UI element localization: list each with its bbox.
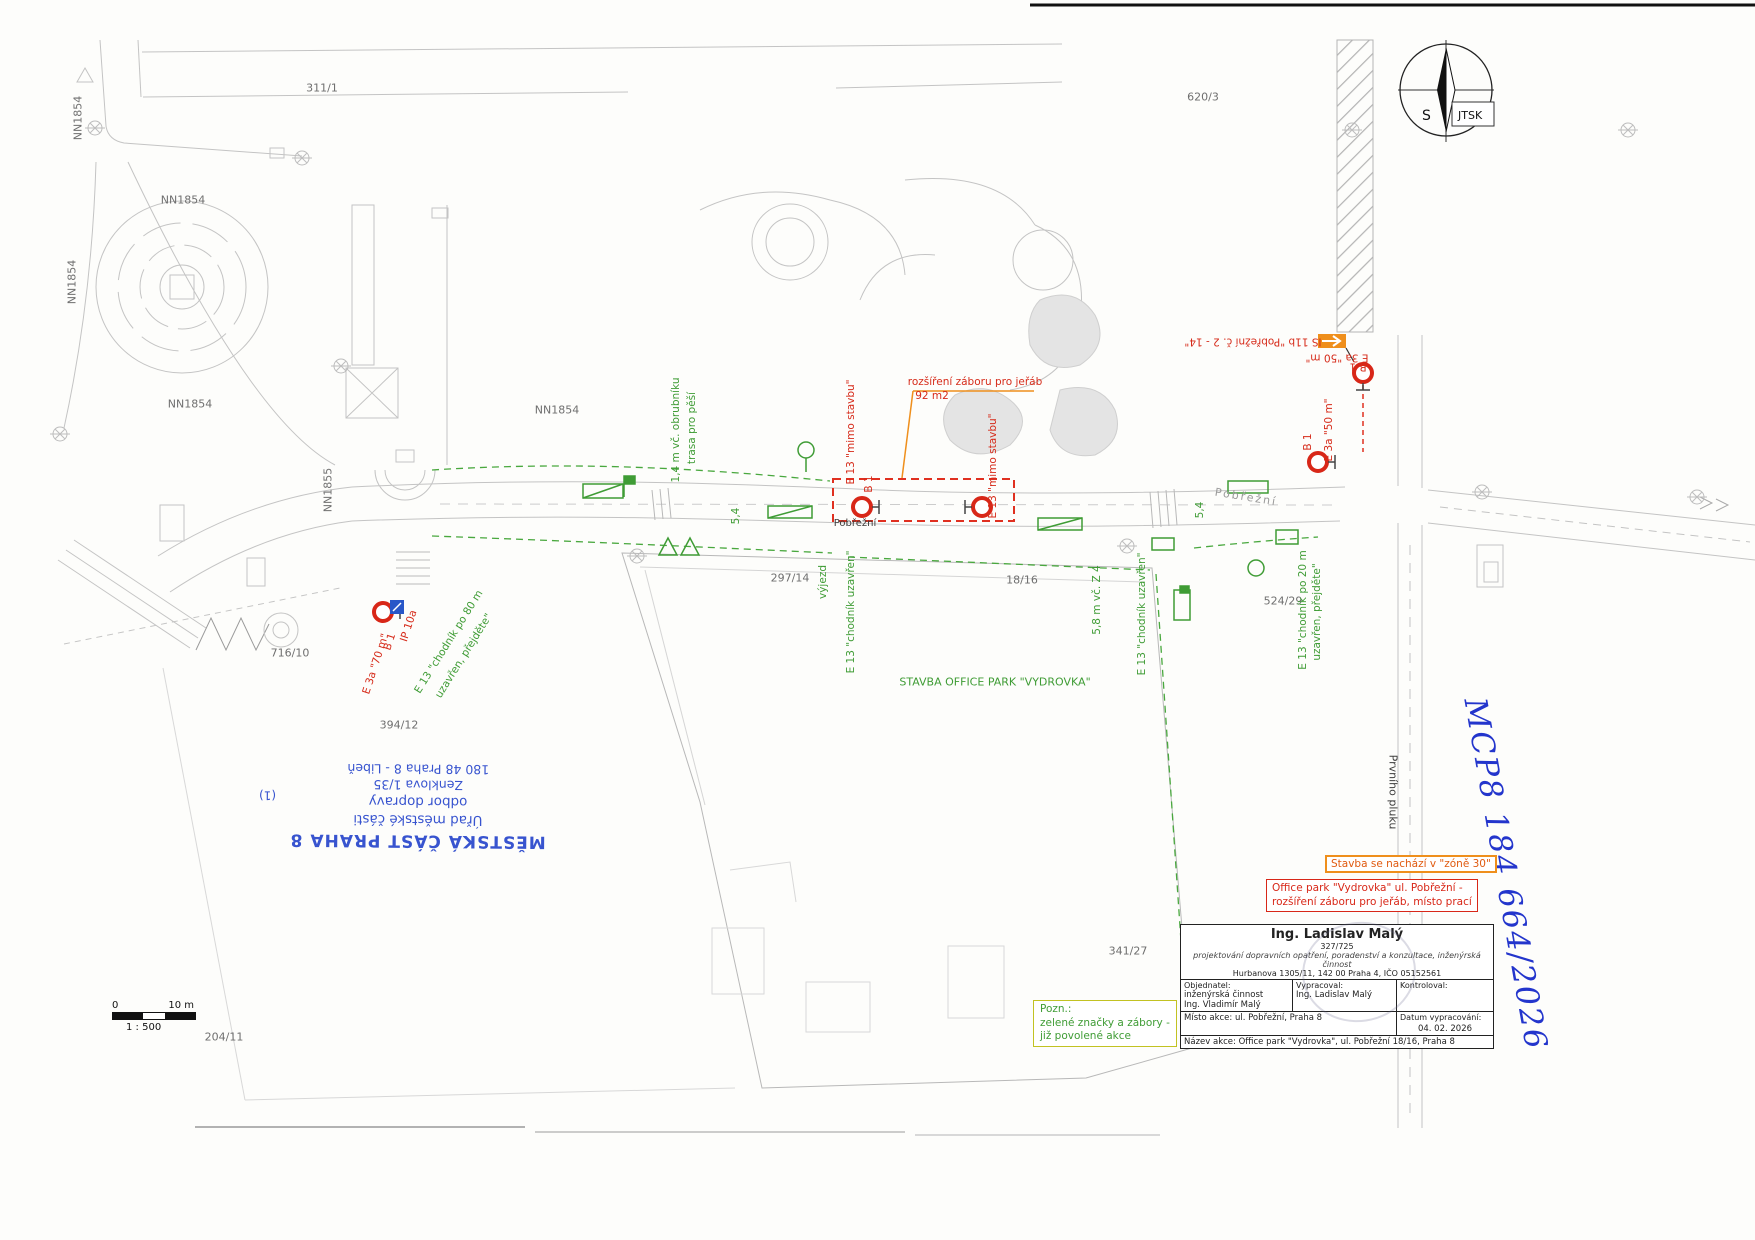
anno-e13-uzavren-1: E 13 "chodník uzavřen": [844, 550, 857, 674]
scale-ten-label: 10 m: [168, 1000, 194, 1011]
anno-b1-label-right: B 1: [1301, 433, 1314, 451]
stamp-line-4: Zenklova 1/35: [373, 777, 464, 793]
north-needle-dark: [1437, 48, 1446, 132]
anno-e13-mimo-stavbu-1: E 13 "mimo stavbu": [844, 379, 857, 485]
street-pobrezni-small: Pobřežní: [833, 518, 877, 529]
anno-e13-mimo-stavbu-2: E 13 "mimo stavbu": [986, 413, 999, 519]
title-block-row-place-date: Místo akce: ul. Pobřežní, Praha 8 Datum …: [1181, 1011, 1493, 1035]
sheet-edges: [195, 3, 1755, 1136]
anno-width-54-b: 5,4: [1193, 501, 1206, 519]
anno-b1-label-1: B 1: [862, 475, 875, 493]
street-pobrezni: Pobřežní: [1213, 485, 1279, 509]
anno-obrubnik-2: trasa pro pěší: [685, 391, 698, 465]
parcel-341-27: 341/27: [1108, 944, 1148, 958]
note-line-1: zelené značky a zábory -: [1040, 1016, 1170, 1029]
north-needle-light: [1445, 47, 1456, 133]
title-block-header: Ing. Ladislav Malý 327/725 projektování …: [1181, 925, 1493, 979]
anno-rozsireni-zaboru: rozšíření záboru pro jeřáb: [907, 375, 1043, 388]
parcel-620-3: 620/3: [1187, 90, 1219, 104]
title-block-row-roles: Objednatel: inženýrská činnost Ing. Vlad…: [1181, 979, 1493, 1011]
action-description-box: Office park "Vydrovka" ul. Pobřežní - ro…: [1266, 879, 1478, 913]
scale-bar-graphic: [112, 1012, 196, 1020]
compass-north-label: S: [1422, 108, 1431, 124]
title-block-row-name: Název akce: Office park "Vydrovka", ul. …: [1181, 1035, 1493, 1048]
designer-subtitle: projektování dopravních opatření, porade…: [1193, 951, 1481, 969]
parcel-nn1854-b: NN1854: [160, 193, 206, 207]
zone30-note-box: Stavba se nachází v "zóně 30": [1325, 855, 1497, 873]
parcel-nn1854-c: NN1854: [65, 259, 79, 305]
parcel-297-14: 297/14: [770, 571, 810, 585]
jtsk-box: [1451, 101, 1495, 127]
parcel-204-11: 204/11: [204, 1030, 244, 1044]
anno-is11b: IS 11b "Pobřežní č. 2 - 14": [1184, 335, 1322, 348]
anno-stavba-office-park: STAVBA OFFICE PARK "VYDROVKA": [899, 675, 1091, 689]
stamp-line-2: Úřad městské části: [353, 811, 483, 829]
anno-obrubnik-1: 1,4 m vč. obrubníku: [669, 377, 682, 483]
anno-width-58-z4: 5,8 m vč. Z 4: [1090, 565, 1103, 635]
anno-b1-label-top: B 1: [1349, 360, 1367, 373]
compass: S JTSK: [1396, 40, 1496, 146]
stamp-line-3: odbor dopravy: [368, 793, 468, 811]
parcel-nn1854-e: NN1854: [534, 403, 580, 417]
parcel-nn1854-a: NN1854: [71, 95, 85, 141]
anno-vyjezd: výjezd: [816, 565, 829, 599]
vypracoval-cell: Vypracoval: Ing. Ladislav Malý: [1293, 980, 1397, 1011]
parcel-716-10: 716/10: [270, 646, 310, 660]
compass-graphic: S JTSK: [1398, 40, 1495, 142]
designer-address: Hurbanova 1305/11, 142 00 Praha 4, IČO 0…: [1232, 969, 1442, 978]
anno-e13-chodnik-20m-b: uzavřen, přejděte": [1310, 563, 1323, 661]
stamp-line-1: MĚSTSKÁ ČÁST PRAHA 8: [289, 829, 546, 852]
b1-sign-3: [1307, 451, 1336, 473]
b1-sign-1: [851, 496, 880, 518]
anno-e13-chodnik-20m-a: E 13 "chodník po 20 m: [1296, 550, 1309, 670]
grey-linework: [57, 39, 1755, 1128]
datum-cell: Datum vypracování: 04. 02. 2026: [1400, 1013, 1482, 1034]
municipality-approval-stamp: MĚSTSKÁ ČÁST PRAHA 8 Úřad městské části …: [259, 759, 554, 852]
parcel-18-16: 18/16: [1006, 573, 1038, 587]
parcel-311-1: 311/1: [306, 81, 338, 95]
b1-sign-4: [1352, 362, 1374, 391]
crane-zone-red: [832, 385, 1364, 522]
parcel-394-12: 394/12: [379, 718, 419, 732]
direction-arrow-sign: [1318, 334, 1355, 363]
scale-zero-label: 0: [112, 1000, 119, 1011]
legend-note-box: Pozn.: zelené značky a zábory - již povo…: [1033, 1000, 1177, 1047]
anno-e13-uzavren-2: E 13 "chodník uzavřen": [1135, 552, 1148, 676]
crane-leader-orange: [901, 390, 1034, 479]
b1-sign-2: [964, 496, 993, 518]
note-line-2: již povolené akce: [1040, 1030, 1131, 1043]
note-title: Pozn.:: [1040, 1003, 1072, 1015]
designer-name: Ing. Ladislav Malý: [1270, 927, 1404, 942]
scale-ratio: 1 : 500: [126, 1022, 162, 1033]
title-block: Ing. Ladislav Malý 327/725 projektování …: [1180, 924, 1494, 1049]
anno-ip10a: IP 10a: [398, 608, 420, 644]
parcel-nn1855: NN1855: [321, 467, 335, 513]
objednatel-cell: Objednatel: inženýrská činnost Ing. Vlad…: [1181, 980, 1293, 1011]
anno-92m2: 92 m2: [915, 389, 949, 402]
parcel-nn1854-d: NN1854: [167, 397, 213, 411]
anno-e3a-70m: E 3a "70 m": [360, 632, 392, 696]
pedestrian-route-green: [431, 465, 1319, 1045]
anno-width-54-a: 5,4: [729, 507, 742, 525]
ip10a-sign: [390, 600, 404, 614]
kontroloval-cell: Kontroloval:: [1400, 981, 1448, 990]
misto-akce-cell: Místo akce: ul. Pobřežní, Praha 8: [1181, 1012, 1397, 1035]
action-line-1: Office park "Vydrovka" ul. Pobřežní -: [1272, 882, 1463, 894]
scale-bar: 0 10 m 1 : 500: [112, 1000, 212, 1033]
nazev-akce-cell: Název akce: Office park "Vydrovka", ul. …: [1184, 1037, 1455, 1047]
designer-number: 327/725: [1320, 942, 1354, 951]
parcel-524-29: 524/29: [1263, 594, 1303, 608]
anno-e3a-50m-right: E 3a "50 m": [1322, 398, 1335, 462]
action-line-2: rozšíření záboru pro jeřáb, místo prací: [1272, 895, 1472, 908]
jtsk-label: JTSK: [1457, 109, 1483, 122]
stamp-line-5: 180 48 Praha 8 - Libeň: [347, 760, 490, 777]
stamp-suffix: (1): [259, 788, 277, 803]
street-prvniho-pluku: Prvního pluku: [1386, 754, 1400, 830]
temporary-signs-green: [582, 441, 1299, 621]
